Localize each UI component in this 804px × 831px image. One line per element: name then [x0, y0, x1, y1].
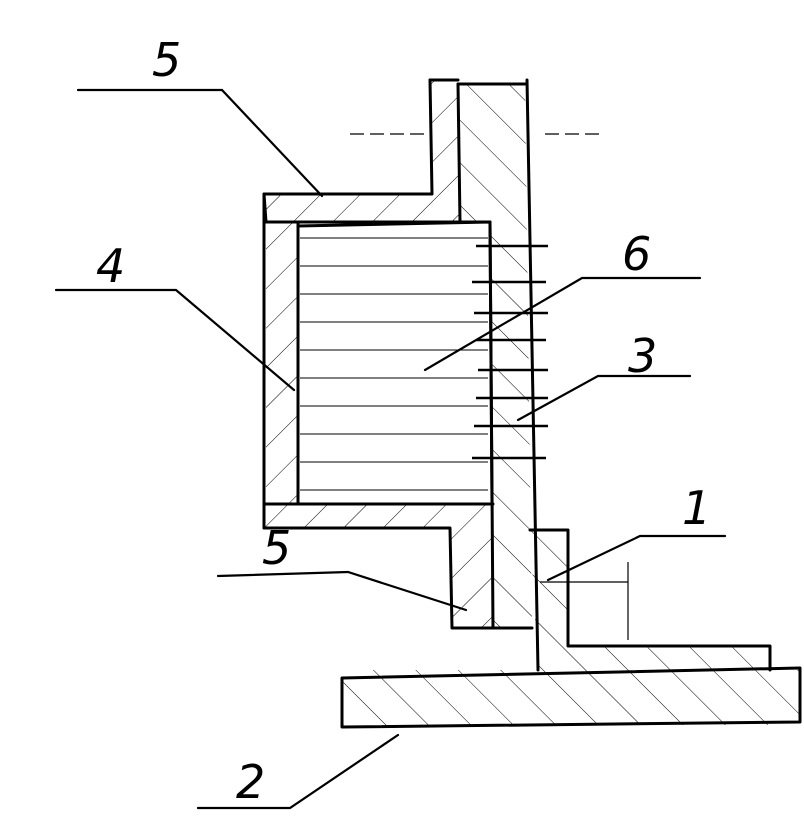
bracket-top	[262, 78, 492, 224]
bracket-bottom	[262, 502, 495, 630]
block	[296, 220, 494, 506]
side-plate	[262, 192, 300, 530]
base-plate	[340, 666, 802, 729]
label-base-plate: 2	[236, 755, 265, 809]
wall-plate	[525, 78, 772, 672]
label-fasteners: 3	[628, 329, 657, 383]
fasteners	[472, 244, 548, 460]
label-side-plate: 4	[96, 239, 125, 293]
label-bracket-top: 5	[152, 33, 181, 87]
label-wall-plate: 1	[682, 481, 711, 535]
label-bracket-bottom: 5	[262, 521, 291, 575]
leader-lines	[54, 88, 727, 810]
label-block: 6	[622, 227, 651, 281]
